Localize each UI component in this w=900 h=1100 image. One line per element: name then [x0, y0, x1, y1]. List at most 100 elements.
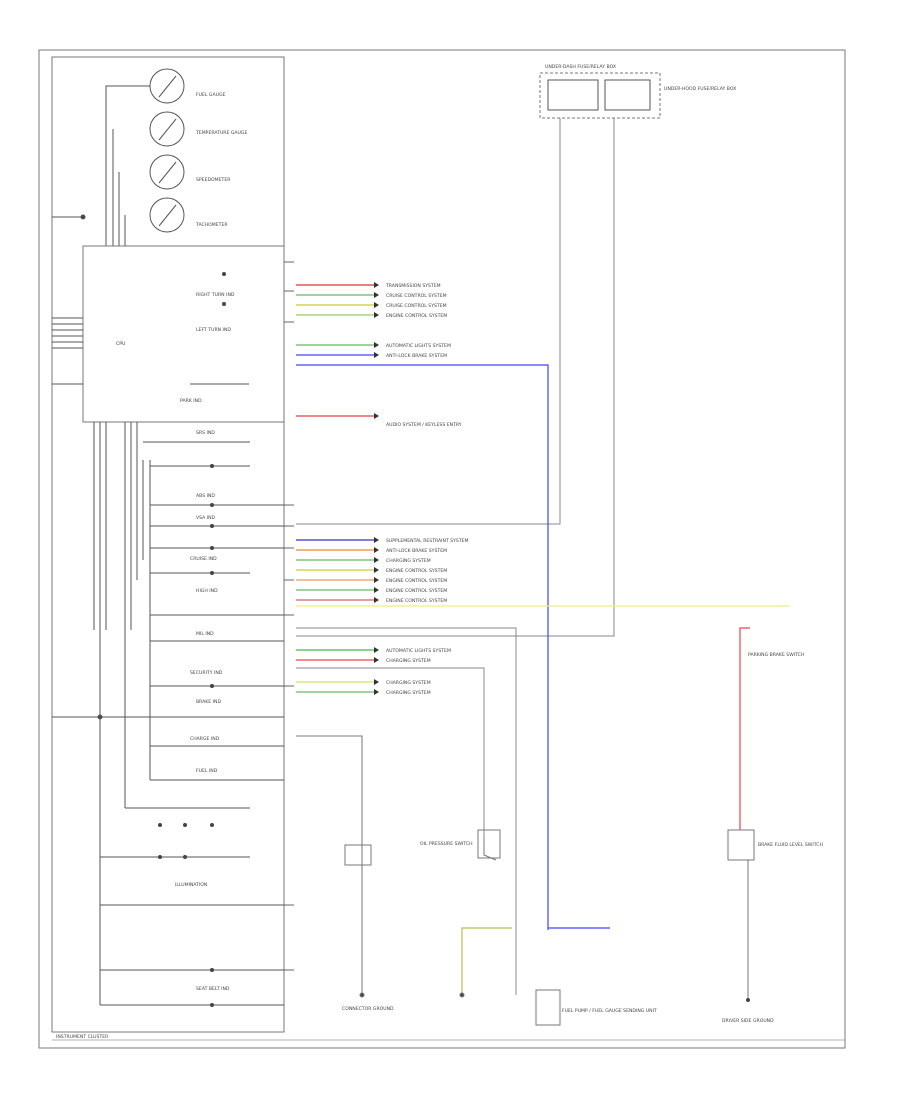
arrow-right-icon: [374, 342, 379, 348]
arrow-right-icon: [374, 292, 379, 298]
led-icon: [183, 855, 187, 859]
indicator-label-0: RIGHT TURN IND: [196, 292, 235, 298]
arrow-right-icon: [374, 587, 379, 593]
component-label-2: FUEL PUMP / FUEL GAUGE SENDING UNIT: [562, 1008, 657, 1014]
feed-wires: [296, 118, 790, 995]
system-label-17: CHARGING SYSTEM: [386, 690, 431, 696]
led-icon: [210, 968, 214, 972]
arrow-right-icon: [374, 282, 379, 288]
indicator-label-4: ABS IND: [196, 493, 215, 499]
arrow-right-icon: [374, 689, 379, 695]
system-label-15: CHARGING SYSTEM: [386, 658, 431, 664]
bottom-components: [296, 735, 755, 1026]
system-label-4: AUTOMATIC LIGHTS SYSTEM: [386, 343, 451, 349]
arrow-right-icon: [374, 679, 379, 685]
ground-icon: [746, 998, 750, 1002]
component-label-5: DRIVER SIDE GROUND: [722, 1018, 774, 1024]
indicator-label-7: HIGH IND: [196, 588, 218, 594]
arrow-right-icon: [374, 657, 379, 663]
system-label-14: AUTOMATIC LIGHTS SYSTEM: [386, 648, 451, 654]
vertical-bus: [93, 422, 151, 1005]
indicator-label-10: BRAKE IND: [196, 699, 221, 705]
diagram-frame: [38, 49, 846, 1049]
gauges: FUEL GAUGE TEMPERATURE GAUGE SPEEDOMETER…: [149, 68, 247, 233]
arrow-right-icon: [374, 647, 379, 653]
footer-label: INSTRUMENT CLUSTER: [56, 1034, 109, 1040]
system-label-6: AUDIO SYSTEM / KEYLESS ENTRY: [386, 422, 462, 428]
component-label-3: BRAKE FLUID LEVEL SWITCH: [758, 842, 823, 848]
ground-icon: [459, 992, 465, 998]
indicator-label-11: CHARGE IND: [190, 736, 220, 742]
indicator-label-5: VSA IND: [196, 515, 216, 521]
component-label-4: PARKING BRAKE SWITCH: [748, 652, 804, 658]
led-icon: [222, 302, 226, 306]
gauge-label-0: FUEL GAUGE: [196, 92, 226, 98]
gauge-label-3: TACHOMETER: [195, 222, 228, 228]
led-icon: [210, 1003, 214, 1007]
system-label-9: CHARGING SYSTEM: [386, 558, 431, 564]
system-label-7: SUPPLEMENTAL RESTRAINT SYSTEM: [386, 538, 469, 544]
led-icon: [210, 546, 214, 550]
cpu-label: CPU: [116, 341, 125, 347]
system-label-12: ENGINE CONTROL SYSTEM: [386, 588, 447, 594]
indicator-label-12: FUEL IND: [196, 768, 218, 774]
arrow-right-icon: [374, 352, 379, 358]
system-label-11: ENGINE CONTROL SYSTEM: [386, 578, 447, 584]
arrow-right-icon: [374, 547, 379, 553]
led-icon: [210, 503, 214, 507]
temperature-gauge-icon: [149, 111, 185, 147]
led-icon: [183, 823, 187, 827]
indicator-label-13: ILLUMINATION: [175, 882, 207, 888]
indicator-label-6: CRUISE IND: [190, 556, 217, 562]
component-label-0: CONNECTOR GROUND: [342, 1006, 394, 1012]
led-icon: [158, 823, 162, 827]
arrow-right-icon: [374, 577, 379, 583]
led-icon: [158, 855, 162, 859]
arrow-right-icon: [374, 302, 379, 308]
indicator-label-2: PARK IND: [180, 398, 202, 404]
led-icon: [210, 823, 214, 827]
led-icon: [210, 684, 214, 688]
system-labels: TRANSMISSION SYSTEM CRUISE CONTROL SYSTE…: [385, 283, 469, 696]
led-icons: [158, 272, 226, 1007]
left-pins: [52, 214, 284, 720]
ground-icon: [359, 992, 365, 998]
indicator-label-8: MIL IND: [196, 631, 214, 637]
tachometer-icon: [149, 197, 185, 233]
gauge-label-1: TEMPERATURE GAUGE: [195, 130, 247, 136]
system-label-2: CRUISE CONTROL SYSTEM: [386, 303, 447, 309]
fuel-gauge-icon: [149, 68, 185, 104]
system-label-16: CHARGING SYSTEM: [386, 680, 431, 686]
indicator-rows: [100, 383, 284, 1006]
component-label-1: OIL PRESSURE SWITCH: [420, 841, 473, 847]
arrow-icons: [374, 282, 379, 695]
led-icon: [210, 464, 214, 468]
fuse-relay-box: UNDER-DASH FUSE/RELAY BOX UNDER-HOOD FUS…: [539, 64, 736, 119]
fuse-box-label-0: UNDER-DASH FUSE/RELAY BOX: [545, 64, 616, 70]
arrow-right-icon: [374, 312, 379, 318]
system-label-10: ENGINE CONTROL SYSTEM: [386, 568, 447, 574]
colored-wires: [296, 284, 374, 693]
indicator-labels: RIGHT TURN IND LEFT TURN IND PARK IND SR…: [175, 292, 235, 992]
fuse-box-label-1: UNDER-HOOD FUSE/RELAY BOX: [664, 86, 736, 92]
system-label-5: ANTI-LOCK BRAKE SYSTEM: [386, 353, 447, 359]
system-label-3: ENGINE CONTROL SYSTEM: [386, 313, 447, 319]
gauge-label-2: SPEEDOMETER: [196, 177, 231, 183]
right-connector-pins: [284, 261, 294, 971]
indicator-label-1: LEFT TURN IND: [196, 327, 231, 333]
arrow-right-icon: [374, 537, 379, 543]
arrow-right-icon: [374, 597, 379, 603]
system-label-8: ANTI-LOCK BRAKE SYSTEM: [386, 548, 447, 554]
cpu-box: [82, 245, 285, 423]
brake-circuit: [739, 627, 750, 1002]
speedometer-icon: [149, 154, 185, 190]
led-icon: [222, 272, 226, 276]
led-icon: [210, 524, 214, 528]
arrow-right-icon: [374, 557, 379, 563]
indicator-label-3: SRS IND: [196, 430, 215, 436]
instrument-cluster-box: [51, 56, 285, 1033]
arrow-right-icon: [374, 413, 379, 419]
system-label-0: TRANSMISSION SYSTEM: [385, 283, 441, 289]
system-label-13: ENGINE CONTROL SYSTEM: [386, 598, 447, 604]
